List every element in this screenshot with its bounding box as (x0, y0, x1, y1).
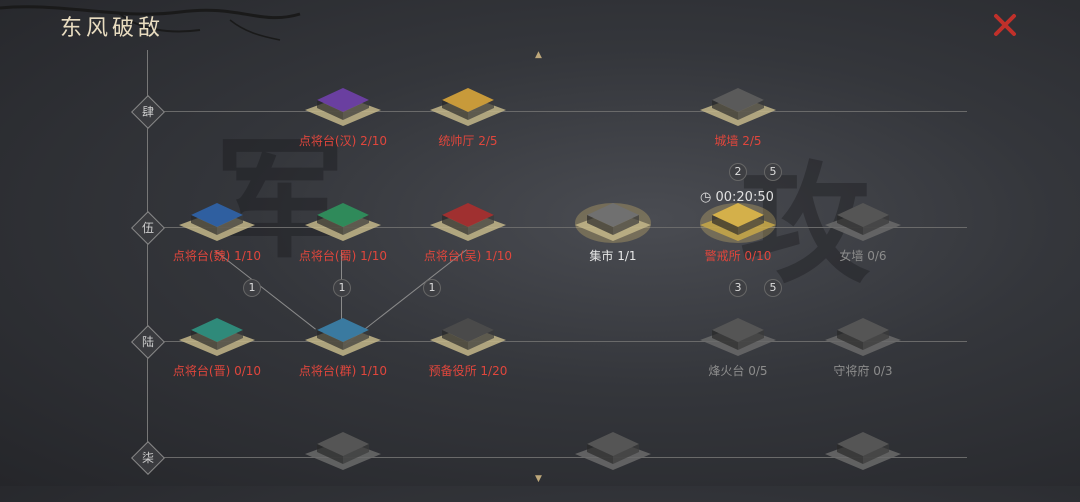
building-node[interactable]: 守将府 0/3 (808, 308, 918, 388)
level-badge: 1 (333, 279, 351, 297)
building-node[interactable]: 城墙 2/5 (683, 78, 793, 158)
scroll-up-arrow-icon[interactable]: ▲ (535, 50, 542, 60)
building-label: 点将台(晋) 0/10 (172, 364, 262, 378)
building-icon (305, 318, 381, 356)
building-label: 统帅厅 2/5 (438, 134, 498, 148)
close-icon (994, 14, 1016, 36)
building-icon (825, 432, 901, 470)
build-timer: ◷ 00:20:50 (700, 190, 774, 205)
building-icon (430, 88, 506, 126)
building-label: 点将台(汉) 2/10 (298, 134, 388, 148)
building-label: 点将台(群) 1/10 (298, 364, 388, 378)
building-node[interactable]: 预备役所 1/20 (413, 308, 523, 388)
building-icon (825, 203, 901, 241)
building-label: 警戒所 0/10 (704, 249, 772, 263)
building-icon (700, 203, 776, 243)
row-label-qi: 柒 (131, 441, 165, 475)
building-node[interactable]: 警戒所 0/10 (683, 193, 793, 273)
timer-text: 00:20:50 (715, 190, 774, 205)
row-line-qi (147, 457, 967, 458)
bg-char-jun: 军 (215, 123, 346, 276)
building-node[interactable]: 集市 1/1 (558, 193, 668, 273)
row-label-si: 肆 (131, 95, 165, 129)
building-node[interactable]: 烽火台 0/5 (683, 308, 793, 388)
building-icon (305, 432, 381, 470)
building-node[interactable] (288, 422, 398, 502)
building-node[interactable]: 点将台(吴) 1/10 (413, 193, 523, 273)
building-label: 集市 1/1 (589, 249, 637, 263)
building-node[interactable]: 点将台(蜀) 1/10 (288, 193, 398, 273)
building-icon (825, 318, 901, 356)
building-label: 城墙 2/5 (714, 134, 762, 148)
page-title: 东风破敌 (60, 16, 165, 41)
building-icon (575, 203, 651, 243)
building-label: 点将台(蜀) 1/10 (298, 249, 388, 263)
building-node[interactable]: 点将台(晋) 0/10 (162, 308, 272, 388)
level-badge: 5 (764, 279, 782, 297)
row-label-wu: 伍 (131, 211, 165, 245)
level-badge: 3 (729, 279, 747, 297)
row-line-si (147, 111, 967, 112)
clock-icon: ◷ (700, 190, 712, 205)
level-badge: 1 (243, 279, 261, 297)
close-button[interactable] (990, 10, 1020, 40)
building-label: 点将台(吴) 1/10 (423, 249, 513, 263)
building-node[interactable]: 点将台(魏) 1/10 (162, 193, 272, 273)
level-badge: 1 (423, 279, 441, 297)
building-node[interactable]: 点将台(汉) 2/10 (288, 78, 398, 158)
building-icon (430, 318, 506, 356)
building-icon (700, 88, 776, 126)
building-icon (305, 203, 381, 241)
building-icon (305, 88, 381, 126)
building-node[interactable]: 统帅厅 2/5 (413, 78, 523, 158)
building-icon (575, 432, 651, 470)
building-node[interactable]: 女墙 0/6 (808, 193, 918, 273)
building-icon (700, 318, 776, 356)
building-node[interactable]: 点将台(群) 1/10 (288, 308, 398, 388)
building-label: 点将台(魏) 1/10 (172, 249, 262, 263)
building-icon (179, 203, 255, 241)
tree-trunk-line (147, 50, 148, 460)
level-badge: 5 (764, 163, 782, 181)
row-line-liu (147, 341, 967, 342)
building-label: 守将府 0/3 (833, 364, 893, 378)
level-badge: 2 (729, 163, 747, 181)
building-icon (179, 318, 255, 356)
ink-branch-decoration (0, 5, 301, 41)
building-node[interactable] (558, 422, 668, 502)
row-line-wu (147, 227, 967, 228)
row-label-liu: 陆 (131, 325, 165, 359)
building-node[interactable] (808, 422, 918, 502)
scroll-down-arrow-icon[interactable]: ▼ (535, 474, 542, 484)
building-label: 烽火台 0/5 (708, 364, 768, 378)
building-icon (430, 203, 506, 241)
building-label: 预备役所 1/20 (428, 364, 508, 378)
building-label: 女墙 0/6 (839, 249, 887, 263)
